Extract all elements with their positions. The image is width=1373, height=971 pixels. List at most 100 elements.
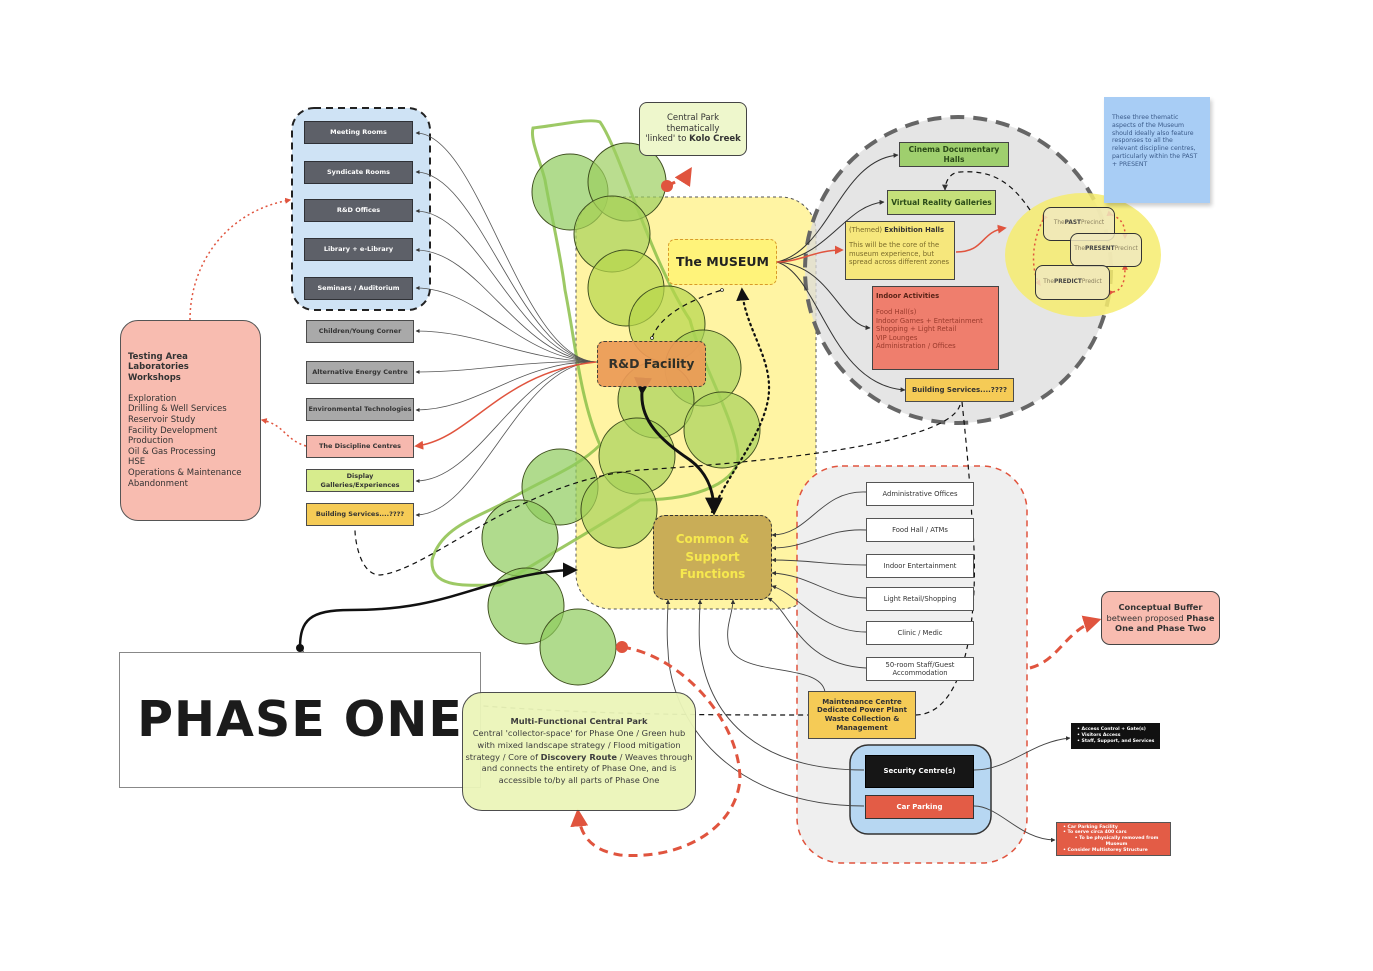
security-note: • Access Control + Gate(s)• Visitors Acc…	[1071, 723, 1160, 749]
support-item[interactable]: Indoor Entertainment	[866, 554, 974, 578]
academic-item[interactable]: R&D Offices	[304, 199, 413, 222]
sticky-line: particularly within the PAST	[1112, 152, 1198, 160]
accommodation-line: Accommodation	[892, 669, 948, 677]
exhibition-body-line: spread across different zones	[849, 258, 950, 267]
sticky-line: + PRESENT	[1112, 160, 1148, 168]
parking-note-item: • Consider Multistorey Structure	[1063, 847, 1148, 853]
security-note-item: • Access Control + Gate(s)	[1077, 727, 1146, 733]
discipline-red-link	[414, 361, 597, 450]
academic-item[interactable]: Meeting Rooms	[304, 121, 413, 144]
conceptual-buffer-note: Conceptual Buffer between proposed Phase…	[1101, 591, 1220, 645]
fan-line	[415, 361, 598, 412]
left-list-item[interactable]: Alternative Energy Centre	[306, 361, 414, 384]
testing-item: Operations & Maintenance	[128, 468, 242, 478]
rnd-common-link	[634, 377, 723, 516]
indoor-item: Indoor Games + Entertainment	[876, 316, 983, 325]
tree-circle	[580, 471, 658, 549]
testing-heading-line: Workshops	[128, 373, 181, 383]
tree-circle	[683, 391, 761, 469]
left-list-item[interactable]: Building Services....????	[306, 503, 414, 526]
sticky-line: These three thematic	[1112, 114, 1179, 121]
fan-line	[415, 209, 598, 363]
fan-line	[415, 170, 598, 363]
rnd-facility-node[interactable]: R&D Facility	[597, 341, 706, 387]
testing-heading-line: Testing Area	[128, 351, 188, 362]
car-parking-node[interactable]: Car Parking	[865, 795, 974, 819]
fan-line	[415, 248, 598, 363]
indoor-activities-node[interactable]: Indoor Activities Food Hall(s)Indoor Gam…	[872, 286, 999, 370]
exhibition-halls-node[interactable]: (Themed) Exhibition Halls This will be t…	[845, 221, 955, 280]
exhibition-body-line: This will be the core of the	[849, 241, 940, 250]
exhibition-body-line: museum experience, but	[849, 249, 935, 258]
maintenance-line: Waste Collection &	[824, 715, 900, 723]
maintenance-line: Maintenance Centre	[822, 697, 902, 706]
academic-item[interactable]: Seminars / Auditorium	[304, 277, 413, 300]
tree-circle	[539, 608, 617, 686]
museum-connections	[776, 152, 1007, 393]
parking-note-item: • To serve circa 400 cars	[1063, 830, 1127, 836]
support-item[interactable]: Clinic / Medic	[866, 621, 974, 645]
left-list-item[interactable]: The Discipline Centres	[306, 435, 414, 458]
dotted-museum-link	[710, 287, 771, 514]
park-note-line4: and connects the entirety of Phase One, …	[481, 763, 677, 774]
museum-node[interactable]: The MUSEUM	[668, 239, 777, 285]
accommodation-line: 50-room Staff/Guest	[885, 660, 955, 669]
museum-building-services-node[interactable]: Building Services....????	[905, 378, 1014, 402]
phase-one-link	[296, 562, 578, 652]
common-line3: Functions	[679, 567, 746, 582]
park-note-line1: Central 'collector-space' for Phase One …	[472, 727, 686, 738]
rnd-connections	[415, 131, 598, 517]
support-item[interactable]: Light Retail/Shopping	[866, 587, 974, 611]
fan-line	[415, 361, 598, 374]
park-note-line5: accessible to/by all parts of Phase One	[498, 775, 660, 786]
parking-note-item: • Car Parking Facility	[1063, 824, 1118, 830]
parking-note: • Car Parking Facility• To serve circa 4…	[1056, 822, 1171, 856]
academic-item[interactable]: Syndicate Rooms	[304, 161, 413, 184]
support-connections	[665, 491, 1071, 843]
testing-heading-line: Laboratories	[128, 362, 189, 373]
buffer-line2: between proposed	[1106, 612, 1187, 623]
security-centre-node[interactable]: Security Centre(s)	[865, 755, 974, 788]
left-list-item[interactable]: Children/Young Corner	[306, 320, 414, 343]
central-park-note: Multi-Functional Central Park Central 'c…	[462, 692, 696, 811]
support-item[interactable]: Administrative Offices	[866, 482, 974, 506]
buffer-line1: Conceptual Buffer	[1118, 602, 1203, 613]
buffer-line3: One and Phase Two	[1115, 623, 1206, 634]
testing-item: Production	[128, 436, 174, 447]
fan-line	[415, 286, 598, 363]
testing-item: HSE	[128, 457, 146, 468]
security-note-item: • Visitors Access	[1077, 733, 1121, 739]
testing-item: Oil & Gas Processing	[128, 446, 216, 457]
left-list-item[interactable]: Environmental Technologies	[306, 398, 414, 421]
park-note-title: Multi-Functional Central Park	[510, 716, 648, 727]
sticky-line: aspects of the Museum	[1112, 121, 1185, 129]
exhibition-prefix: (Themed)	[849, 226, 885, 234]
discovery-route-label: Discovery Route	[540, 751, 617, 762]
left-list-item[interactable]: Display Galleries/Experiences	[306, 469, 414, 492]
maintenance-line: Dedicated Power Plant	[816, 706, 907, 715]
sticky-line: should ideally also feature	[1112, 129, 1194, 137]
tree-circle	[481, 499, 559, 577]
precinct-present[interactable]: The PRESENT Precinct	[1070, 233, 1142, 267]
indoor-list: Food Hall(s)Indoor Games + Entertainment…	[876, 308, 983, 350]
vr-galleries-node[interactable]: Virtual Reality Galleries	[887, 190, 996, 215]
phase-one-title: PHASE ONE	[119, 652, 481, 788]
indoor-item: Administration / Offices	[876, 342, 956, 351]
exhibition-title: Exhibition Halls	[884, 226, 945, 234]
precinct-predict[interactable]: The PREDICT Predict	[1035, 265, 1110, 300]
kolo-line1: Central Park thematically	[666, 113, 720, 134]
support-item[interactable]: Food Hall / ATMs	[866, 518, 974, 542]
cinema-halls-node[interactable]: Cinema Documentary Halls	[899, 142, 1009, 167]
indoor-item: VIP Lounges	[876, 333, 918, 342]
kolo-creek-label: Kolo Creek	[689, 134, 741, 145]
academic-item[interactable]: Library + e-Library	[304, 238, 413, 261]
parking-note-item: • To be physically removed from Museum	[1074, 836, 1159, 847]
park-note-line3b: / Weaves through	[616, 751, 693, 762]
common-support-node[interactable]: Common & Support Functions	[653, 515, 772, 600]
